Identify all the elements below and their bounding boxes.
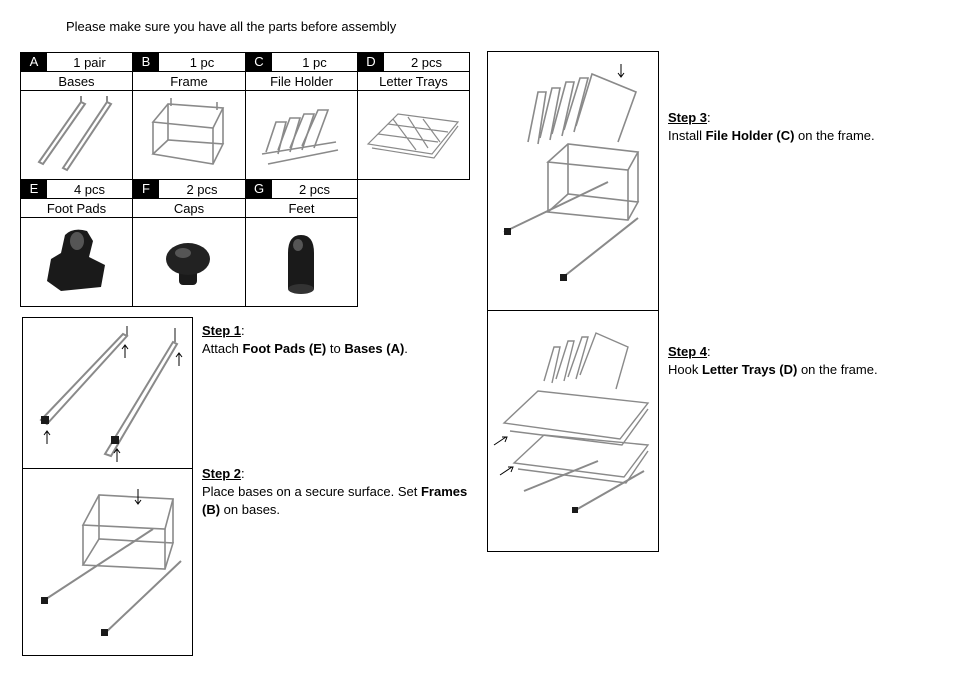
- foot-image: [245, 217, 358, 307]
- part-g-name: Feet: [245, 198, 358, 218]
- letter-tray-image: [357, 90, 470, 180]
- part-f-name: Caps: [132, 198, 246, 218]
- step3-illustration: [487, 51, 659, 312]
- step4-illustration: [487, 310, 659, 552]
- part-a-name: Bases: [20, 71, 133, 91]
- part-d-name: Letter Trays: [357, 71, 470, 91]
- file-holder-image: [245, 90, 358, 180]
- step4-text: Step 4: Hook Letter Trays (D) on the fra…: [668, 344, 878, 377]
- step1-text: Step 1: Attach Foot Pads (E) to Bases (A…: [202, 323, 408, 356]
- foot-pad-image: [20, 217, 133, 307]
- frame-image: [132, 90, 246, 180]
- step2-text: Step 2: Place bases on a secure surface.…: [202, 466, 468, 517]
- part-c-name: File Holder: [245, 71, 358, 91]
- part-b-name: Frame: [132, 71, 246, 91]
- step3-text: Step 3: Install File Holder (C) on the f…: [668, 110, 875, 143]
- step1-illustration: [22, 317, 193, 470]
- part-e-name: Foot Pads: [20, 198, 133, 218]
- intro-text: Please make sure you have all the parts …: [66, 19, 397, 34]
- step2-illustration: [22, 468, 193, 656]
- bases-image: [20, 90, 133, 180]
- cap-image: [132, 217, 246, 307]
